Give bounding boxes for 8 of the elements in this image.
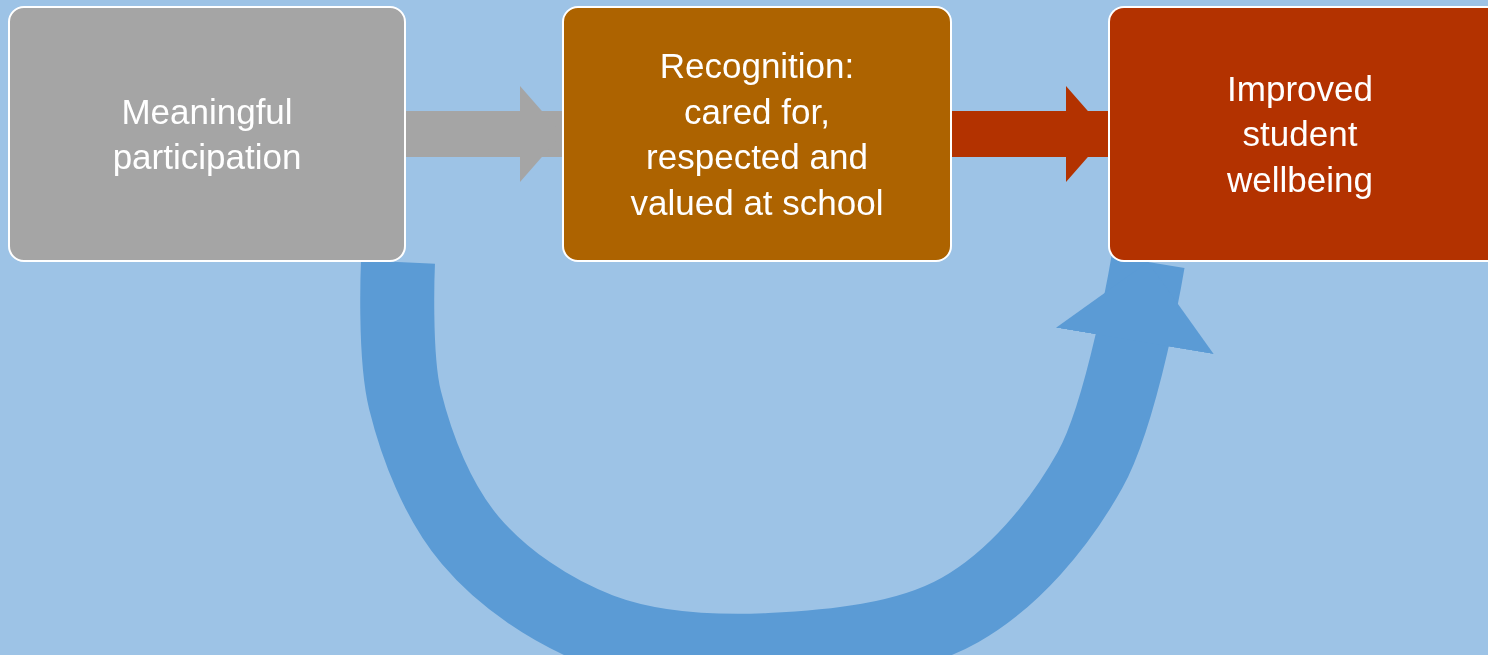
box-label: Recognition: cared for, respected and valued at school <box>629 45 885 224</box>
process-box <box>8 6 406 262</box>
box-label: Meaningful participation <box>111 90 303 178</box>
process-box <box>1108 6 1488 262</box>
block-arrow <box>952 86 1108 182</box>
box-label: Improved student wellbeing <box>1226 67 1374 201</box>
process-box <box>562 6 952 262</box>
block-arrow <box>406 86 562 182</box>
